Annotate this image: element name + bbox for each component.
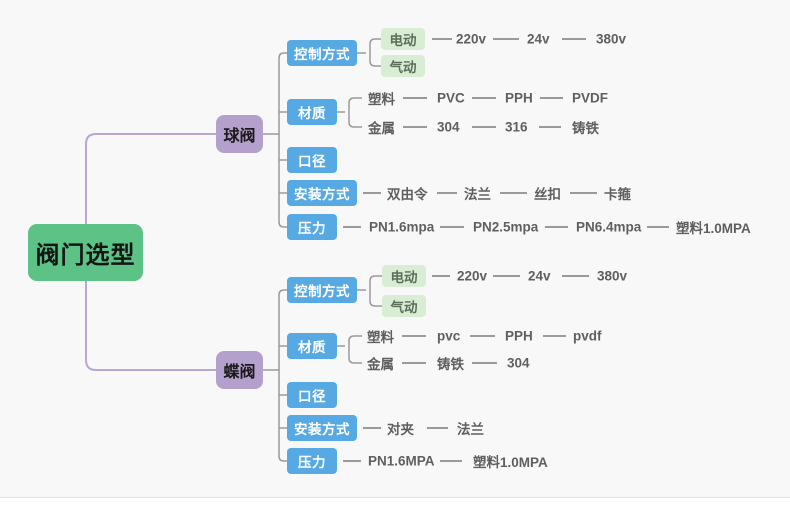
butterfly-voltage-24v[interactable]: 24v: [528, 268, 551, 284]
butterfly-pressure-node[interactable]: 压力: [287, 448, 337, 474]
butterfly-metal-label[interactable]: 金属: [367, 357, 394, 372]
ball-control-bracket: [357, 38, 381, 67]
ball-material-pvc[interactable]: PVC: [437, 90, 465, 106]
ball-control-method-node[interactable]: 控制方式: [287, 40, 357, 66]
butterfly-control-bracket: [357, 275, 382, 307]
ball-voltage-380v[interactable]: 380v: [596, 31, 627, 47]
butterfly-install-flange[interactable]: 法兰: [457, 422, 484, 437]
ball-metal-304[interactable]: 304: [437, 119, 460, 135]
ball-material-node[interactable]: 材质: [287, 99, 337, 125]
butterfly-control-method-node[interactable]: 控制方式: [287, 277, 357, 303]
butterfly-voltage-220v[interactable]: 220v: [457, 268, 488, 284]
ball-metal-316[interactable]: 316: [505, 119, 528, 135]
butterfly-install-wafer[interactable]: 对夹: [387, 422, 414, 437]
butterfly-voltage-380v[interactable]: 380v: [597, 268, 628, 284]
ball-pressure-pn16[interactable]: PN1.6mpa: [369, 219, 435, 235]
ball-install-thread[interactable]: 丝扣: [534, 187, 561, 202]
butterfly-pneumatic-node[interactable]: 气动: [382, 295, 426, 317]
ball-plastic-label[interactable]: 塑料: [368, 92, 395, 107]
butterfly-metal-304[interactable]: 304: [507, 355, 530, 371]
ball-install-union[interactable]: 双由令: [387, 187, 428, 202]
butterfly-material-pvdf[interactable]: pvdf: [573, 328, 602, 344]
ball-install-method-node[interactable]: 安装方式: [287, 180, 357, 206]
butterfly-diameter-node[interactable]: 口径: [287, 382, 337, 408]
ball-material-pvdf[interactable]: PVDF: [572, 90, 609, 106]
ball-voltage-220v[interactable]: 220v: [456, 31, 487, 47]
butterfly-material-bracket: [337, 335, 362, 364]
ball-pressure-pn64[interactable]: PN6.4mpa: [576, 219, 642, 235]
ball-material-bracket: [337, 97, 362, 128]
butterfly-electric-node[interactable]: 电动: [382, 265, 426, 287]
ball-electric-node[interactable]: 电动: [381, 28, 425, 50]
butterfly-metal-cast-iron[interactable]: 铸铁: [437, 357, 464, 372]
ball-pressure-node[interactable]: 压力: [287, 214, 337, 240]
ball-install-clamp[interactable]: 卡箍: [604, 187, 631, 202]
root-node-valve-selection[interactable]: 阀门选型: [28, 224, 143, 281]
butterfly-pressure-pn16[interactable]: PN1.6MPA: [368, 453, 435, 469]
ball-valve-node[interactable]: 球阀: [216, 115, 263, 153]
ball-pneumatic-node[interactable]: 气动: [381, 55, 425, 77]
ball-metal-label[interactable]: 金属: [368, 121, 395, 136]
ball-material-pph[interactable]: PPH: [505, 90, 533, 106]
ball-pressure-plastic10[interactable]: 塑料1.0MPA: [676, 221, 751, 236]
root-to-butterfly-connector: [85, 281, 216, 371]
butterfly-material-pvc[interactable]: pvc: [437, 328, 461, 344]
butterfly-pressure-plastic10[interactable]: 塑料1.0MPA: [473, 455, 548, 470]
ball-metal-cast-iron[interactable]: 铸铁: [572, 121, 599, 136]
ball-branch-bracket: [263, 52, 287, 228]
ball-voltage-24v[interactable]: 24v: [527, 31, 550, 47]
butterfly-material-pph[interactable]: PPH: [505, 328, 533, 344]
butterfly-branch-bracket: [263, 289, 287, 462]
root-to-ball-connector: [85, 133, 216, 224]
butterfly-material-node[interactable]: 材质: [287, 333, 337, 359]
ball-install-flange[interactable]: 法兰: [464, 187, 491, 202]
butterfly-install-method-node[interactable]: 安装方式: [287, 415, 357, 441]
ball-pressure-pn25[interactable]: PN2.5mpa: [473, 219, 539, 235]
butterfly-valve-node[interactable]: 蝶阀: [216, 351, 263, 389]
ball-diameter-node[interactable]: 口径: [287, 147, 337, 173]
butterfly-plastic-label[interactable]: 塑料: [367, 330, 394, 345]
